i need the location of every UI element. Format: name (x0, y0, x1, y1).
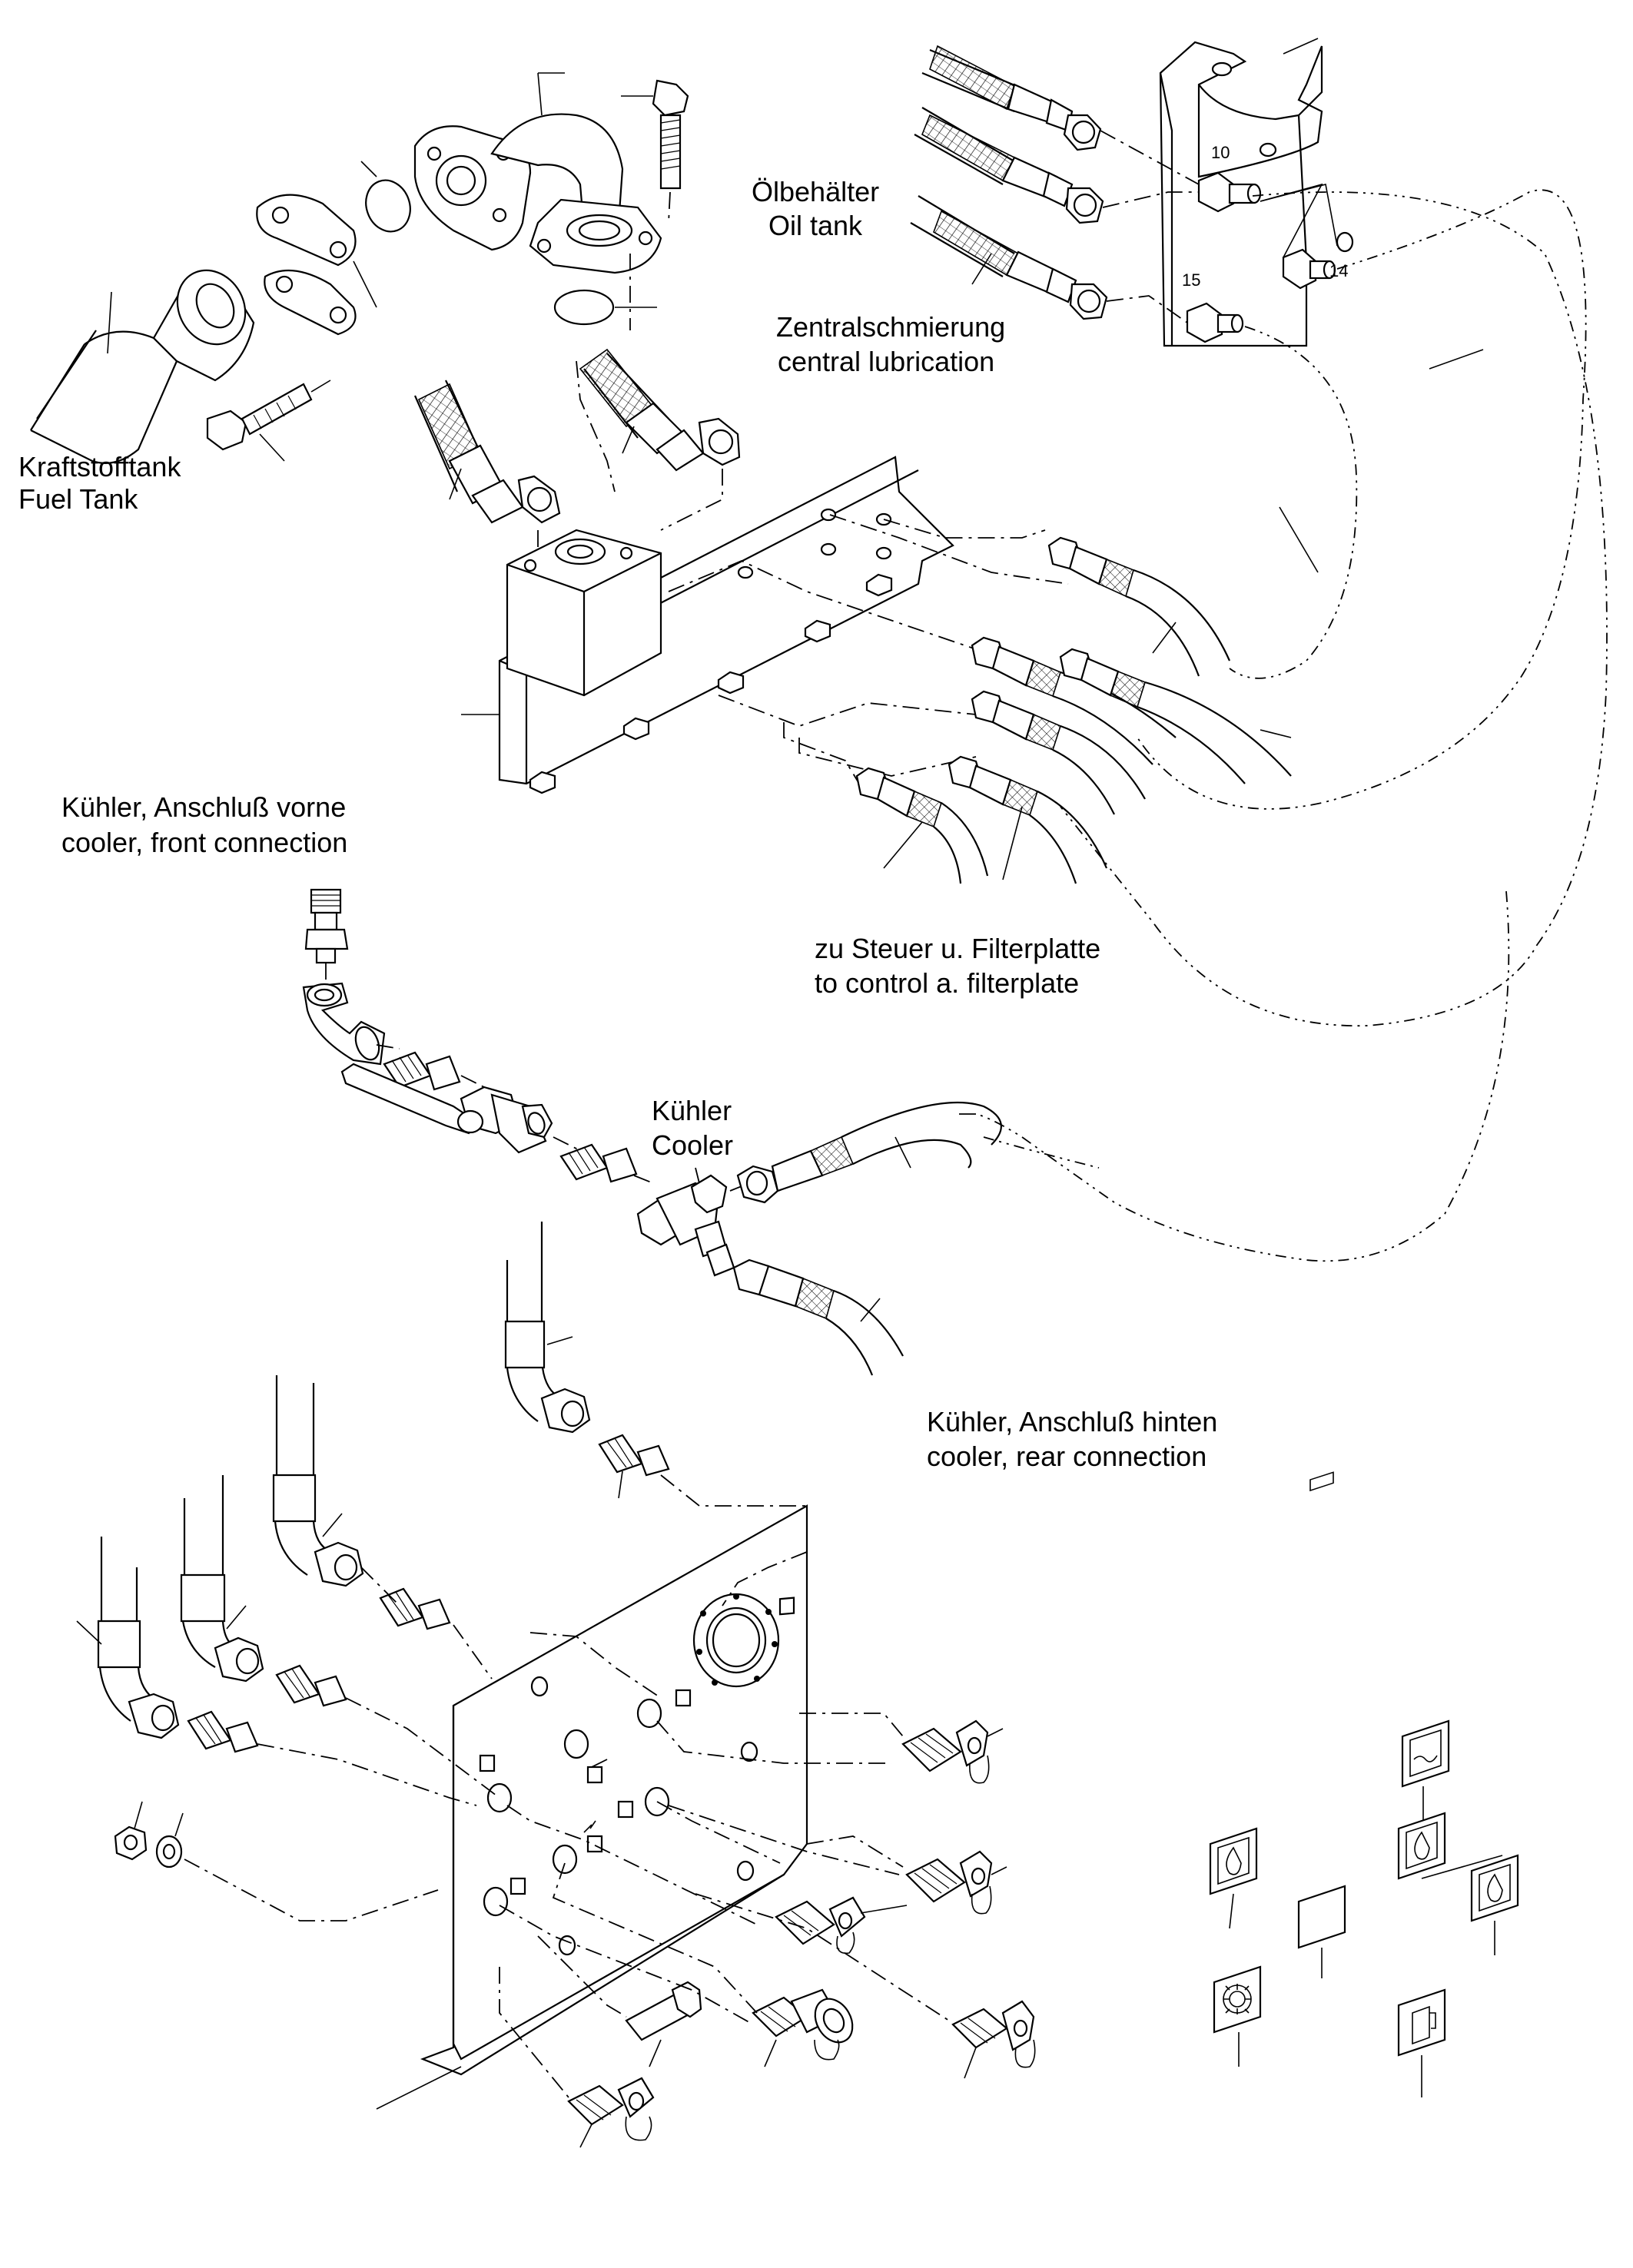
mounting-plate-assembly (413, 348, 1319, 884)
fuel-pump-icon (1397, 1988, 1446, 2097)
nipple-fitting (383, 1051, 461, 1091)
port-fitting-14 (1282, 248, 1336, 290)
nipple-fitting (379, 1587, 451, 1630)
coolant-level-icon (1401, 1719, 1450, 1825)
fuel-tank-label-de: Kraftstofftank (18, 451, 181, 482)
cooler-front-label-de: Kühler, Anschluß vorne (61, 791, 346, 823)
symbol-plates (1209, 1471, 1519, 2097)
bulkhead-coupler (636, 1689, 692, 1729)
control-plate-label-en: to control a. filterplate (815, 967, 1079, 999)
battery-icon (1297, 1471, 1346, 1978)
port-fitting-15 (1186, 302, 1244, 343)
cooler-rear-label-de: Kühler, Anschluß hinten (927, 1406, 1217, 1437)
nipple-fitting (187, 1710, 259, 1753)
oil-tank-hose-2 (914, 107, 1104, 224)
central-lube-label-de: Zentralschmierung (776, 311, 1005, 343)
plate-nut (865, 573, 893, 597)
plate-nut (529, 771, 556, 794)
routing-lines (953, 189, 1608, 1262)
bulkhead-coupler (563, 1729, 603, 1784)
front-connection-nipple (304, 888, 349, 983)
tee-fitting (636, 1174, 735, 1277)
central-lube-label-en: central lubrication (778, 346, 994, 377)
bulkhead-coupler (479, 1754, 513, 1813)
hex-bolt (625, 1981, 702, 2067)
elbow-hose (504, 1222, 591, 1434)
fuel-hose-left (413, 380, 561, 524)
elbow-hose (272, 1375, 364, 1587)
filter-plate-hose (855, 767, 989, 884)
fuel-tank-flange-assembly (30, 72, 689, 464)
nipple-fitting (598, 1434, 670, 1499)
filter-plate-hose (971, 690, 1146, 815)
washer (155, 1812, 184, 1868)
elbow-fitting (302, 982, 386, 1066)
port-number-10: 10 (1211, 143, 1230, 162)
quick-coupler (901, 1719, 1004, 1784)
cooler-hose-upper (736, 1101, 1002, 1204)
cooler-rear-label-en: cooler, rear connection (927, 1441, 1206, 1472)
port-fitting-10 (1197, 171, 1262, 213)
bulkhead-coupler (483, 1877, 526, 1917)
sight-glass (692, 1593, 780, 1688)
cooler-label-de: Kühler (652, 1095, 732, 1126)
oil-tank-label-de: Ölbehälter (752, 176, 879, 207)
port-number-14: 14 (1329, 261, 1348, 280)
hex-nut (114, 1801, 148, 1861)
gear-wheel-icon (1213, 1965, 1262, 2067)
cooler-hose-lower (732, 1258, 904, 1376)
oil-tank-hose-1 (921, 45, 1102, 151)
oil-tank-bracket-assembly (910, 38, 1484, 370)
fuel-tank-label-en: Fuel Tank (18, 483, 138, 515)
cooler-connection-assembly (302, 888, 1002, 1376)
quick-coupler-female (752, 1988, 854, 2067)
elbow-hose (180, 1475, 264, 1683)
oil-drop-icon (1470, 1854, 1519, 1955)
oil-drop-icon (1209, 1827, 1258, 1929)
oil-drop-icon (1397, 1812, 1503, 1880)
plate-nut (717, 671, 745, 695)
quick-coupler (567, 2077, 655, 2148)
nipple-fitting (275, 1664, 347, 1707)
coupling-panel-assembly (76, 1222, 1036, 2148)
elbow-hose (76, 1537, 180, 1739)
quick-coupler (905, 1850, 1007, 1915)
filter-plate-hose (1047, 536, 1231, 677)
cooler-front-label-en: cooler, front connection (61, 827, 347, 858)
oil-tank-label-en: Oil tank (768, 210, 863, 241)
port-number-15: 15 (1182, 270, 1200, 290)
nipple-fitting (559, 1143, 638, 1183)
fuel-hose-right (579, 348, 741, 472)
ball-valve-with-lever (340, 1063, 553, 1154)
quick-coupler (775, 1896, 908, 1955)
cooler-label-en: Cooler (652, 1129, 733, 1161)
quick-coupler (951, 2000, 1036, 2079)
filter-plate-hose (1059, 648, 1292, 784)
plate-nut (622, 717, 650, 741)
plate-nut (804, 619, 831, 643)
oil-tank-hose-3 (910, 195, 1108, 320)
labels: Ölbehälter Oil tank Zentralschmierung ce… (18, 143, 1348, 1472)
control-plate-label-de: zu Steuer u. Filterplatte (815, 933, 1100, 964)
filter-plate-hose (948, 755, 1108, 884)
